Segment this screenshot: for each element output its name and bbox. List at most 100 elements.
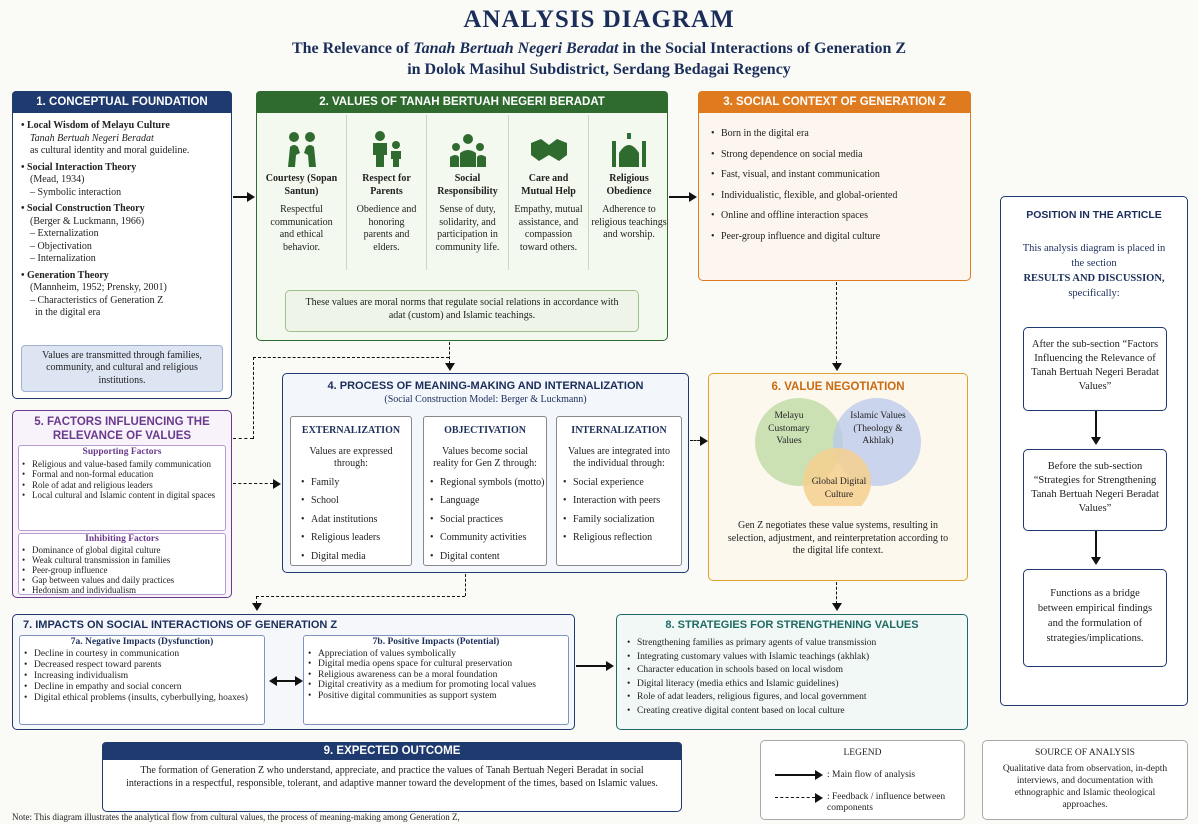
handshake-icon <box>530 139 567 161</box>
footnote: Note: This diagram illustrates the analy… <box>12 812 460 822</box>
negative-impacts: 7a. Negative Impacts (Dysfunction) Decli… <box>19 635 265 725</box>
venn-label: Melayu Customary Values <box>768 411 810 446</box>
factor-item: Gap between values and daily practices <box>22 575 225 585</box>
position-step: Before the sub-section “Strategies for S… <box>1023 449 1167 531</box>
impact-item: Digital creativity as a medium for promo… <box>308 680 568 691</box>
strategy-item: Character education in schools based on … <box>627 664 961 678</box>
factor-item: Weak cultural transmission in families <box>22 555 225 565</box>
process-item: School <box>301 495 411 508</box>
process-item: Language <box>430 495 546 508</box>
outcome-text: The formation of Generation Z who unders… <box>126 765 658 789</box>
venn-diagram <box>755 398 921 506</box>
flow-arrow <box>1095 531 1097 559</box>
legend-main: : Main flow of analysis <box>827 770 916 780</box>
concept-emphasis: Tanah Bertuah Negeri Beradat <box>30 132 154 144</box>
mosque-icon <box>612 133 646 167</box>
subtitle-part: The Relevance of <box>291 40 414 57</box>
feedback-line <box>465 574 466 596</box>
process-title: OBJECTIVATION <box>444 425 526 436</box>
box-header: 8. STRATEGIES FOR STRENGTHENING VALUES <box>665 619 919 631</box>
strategy-item: Role of adat leaders, religious figures,… <box>627 691 961 705</box>
value-column: Social Responsibility Sense of duty, sol… <box>427 115 509 270</box>
process-item: Interaction with peers <box>563 495 681 508</box>
arrowhead <box>1091 437 1101 445</box>
concept-title: Social Interaction Theory <box>27 161 137 173</box>
value-desc: Empathy, mutual assistance, and compassi… <box>514 204 583 253</box>
legend-title: LEGEND <box>843 748 882 758</box>
position-step: After the sub-section “Factors Influenci… <box>1023 327 1167 411</box>
position-section: RESULTS AND DISCUSSION, <box>1023 273 1165 284</box>
factor-item: Formal and non-formal education <box>22 469 225 480</box>
arrowhead <box>606 661 614 671</box>
process-item: Adat institutions <box>301 514 411 527</box>
process-item: Digital media <box>301 551 411 564</box>
impact-item: Decline in empathy and social concern <box>24 682 264 693</box>
context-item: Peer-group influence and digital culture <box>711 231 961 244</box>
venn-circle-digital <box>803 448 871 506</box>
venn-label: Global Digital Culture <box>811 477 867 500</box>
process-item: Religious leaders <box>301 532 411 545</box>
value-desc: Sense of duty, solidarity, and participa… <box>435 204 500 253</box>
concept-sub: – Symbolic interaction <box>30 186 122 198</box>
value-title: Religious Obedience <box>606 173 652 197</box>
box-header: 7. IMPACTS ON SOCIAL INTERACTIONS OF GEN… <box>23 619 338 631</box>
feedback-arrow-6-8 <box>836 582 837 604</box>
diagram-subtitle: The Relevance of Tanah Bertuah Negeri Be… <box>0 38 1198 80</box>
impact-heading: 7a. Negative Impacts (Dysfunction) <box>70 637 214 647</box>
feedback-line <box>256 596 465 597</box>
arrowhead <box>832 603 842 611</box>
concept-note: Values are transmitted through families,… <box>21 344 223 392</box>
flow-arrow <box>1095 411 1097 439</box>
value-title: Social Responsibility <box>437 173 498 197</box>
impact-item: Decline in courtesy in communication <box>24 649 264 660</box>
concept-text: as cultural identity and moral guideline… <box>30 145 190 156</box>
process-item: Family socialization <box>563 514 681 527</box>
arrowhead <box>295 676 303 686</box>
value-column: Religious Obedience Adherence to religio… <box>589 115 669 270</box>
strategy-list: Strengthening families as primary agents… <box>627 637 961 718</box>
factor-heading: Supporting Factors <box>82 447 162 457</box>
context-item: Born in the digital era <box>711 128 961 141</box>
concept-text: (Mannheim, 1952; Prensky, 2001) <box>30 282 167 293</box>
position-intro-text: This analysis diagram is placed in the s… <box>1022 243 1166 269</box>
strategies-box: 8. STRATEGIES FOR STRENGTHENING VALUES S… <box>616 614 968 730</box>
flow-arrow-3-6 <box>836 282 837 364</box>
position-intro: This analysis diagram is placed in the s… <box>1015 241 1173 301</box>
process-column: INTERNALIZATION Values are integrated in… <box>556 416 682 566</box>
flow-arrow-7-8 <box>576 665 606 667</box>
inhibiting-factors: Inhibiting Factors Dominance of global d… <box>18 533 226 595</box>
position-title: POSITION IN THE ARTICLE <box>1026 209 1162 221</box>
courtesy-icon <box>287 132 316 167</box>
process-column: OBJECTIVATION Values become social reali… <box>423 416 547 566</box>
concept-sub: in the digital era <box>35 307 101 318</box>
supporting-factors: Supporting Factors Religious and value-b… <box>18 445 226 531</box>
concept-item: • Local Wisdom of Melayu Culture Tanah B… <box>21 120 190 156</box>
process-item: Family <box>301 477 411 490</box>
legend-dashed-arrow <box>775 797 815 798</box>
expected-outcome-box: 9. EXPECTED OUTCOME The formation of Gen… <box>102 742 682 812</box>
strategy-item: Integrating customary values with Islami… <box>627 651 961 665</box>
context-item: Fast, visual, and instant communication <box>711 169 961 182</box>
value-negotiation-box: 6. VALUE NEGOTIATION Melayu Customary Va… <box>708 373 968 581</box>
subtitle-emphasis: Tanah Bertuah Negeri Beradat <box>413 40 619 57</box>
arrowhead <box>1091 557 1101 565</box>
arrowhead <box>815 793 823 803</box>
process-intro: Values become social reality for Gen Z t… <box>433 445 537 470</box>
concept-item: • Social Construction Theory (Berger & L… <box>21 203 145 264</box>
value-title: Courtesy (Sopan Santun) <box>265 173 338 197</box>
process-item: Social practices <box>430 514 546 527</box>
process-intro: Values are integrated into the individua… <box>568 445 670 470</box>
process-item: Regional symbols (motto) <box>430 477 546 490</box>
feedback-line <box>253 357 254 439</box>
box-header: 3. SOCIAL CONTEXT OF GENERATION Z <box>698 91 971 113</box>
concept-sub: – Objectivation <box>30 240 92 252</box>
parents-icon <box>372 131 401 167</box>
feedback-arrow-4-6 <box>690 440 700 441</box>
community-icon <box>449 134 486 167</box>
process-item: Digital content <box>430 551 546 564</box>
box-header: 9. EXPECTED OUTCOME <box>102 742 682 760</box>
value-title: Care and Mutual Help <box>521 173 576 197</box>
source-title: SOURCE OF ANALYSIS <box>1035 748 1135 758</box>
source-box: SOURCE OF ANALYSIS Qualitative data from… <box>982 740 1188 820</box>
process-item: Social experience <box>563 477 681 490</box>
